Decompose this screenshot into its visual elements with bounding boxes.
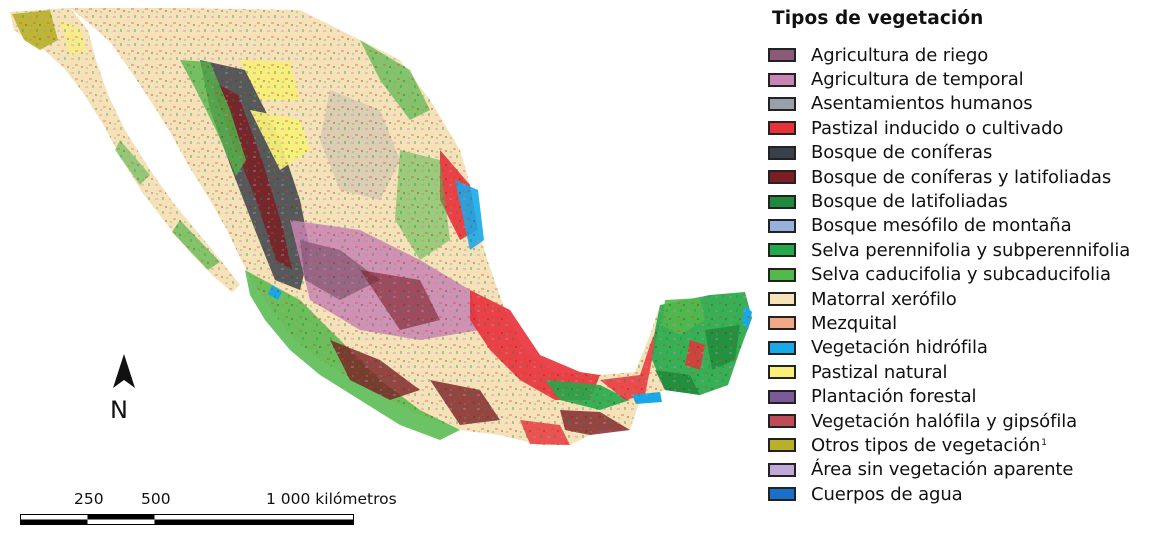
legend-swatch — [768, 414, 796, 429]
legend-label: Mezquital — [811, 312, 898, 334]
legend-label: Cuerpos de agua — [811, 483, 963, 505]
legend-label: Plantación forestal — [811, 386, 977, 408]
legend-item: Bosque de latifoliadas — [768, 189, 1158, 213]
legend-title: Tipos de vegetación — [772, 8, 984, 29]
legend-label: Selva caducifolia y subcaducifolia — [811, 264, 1111, 286]
legend-item: Asentamientos humanos — [768, 92, 1158, 116]
legend-label: Vegetación hidrófila — [811, 337, 988, 359]
legend-swatch — [768, 365, 796, 380]
legend-label: Matorral xerófilo — [811, 288, 957, 310]
legend-label: Bosque de coníferas y latifoliadas — [811, 166, 1112, 188]
legend-item: Bosque de coníferas — [768, 141, 1158, 165]
legend-item: Bosque de coníferas y latifoliadas — [768, 165, 1158, 189]
legend-swatch — [768, 48, 796, 63]
scale-tick-label: 1 000 kilómetros — [266, 490, 397, 508]
legend-swatch — [768, 218, 796, 233]
legend-label: Bosque de latifoliadas — [811, 191, 1008, 213]
legend-footnote-marker: 1 — [1041, 438, 1048, 449]
legend-item: Bosque mesófilo de montaña — [768, 214, 1158, 238]
legend-swatch — [768, 170, 796, 185]
legend-label: Pastizal inducido o cultivado — [811, 117, 1064, 139]
legend-swatch — [768, 96, 796, 111]
legend-item: Selva caducifolia y subcaducifolia — [768, 263, 1158, 287]
mexico-vegetation-map-graphic — [10, 8, 752, 445]
north-arrow-icon — [113, 354, 135, 388]
legend-label: Bosque mesófilo de montaña — [811, 215, 1072, 237]
legend-item: Área sin vegetación aparente — [768, 458, 1158, 482]
legend-swatch — [768, 487, 796, 502]
legend-item: Agricultura de riego — [768, 43, 1158, 67]
legend-label: Área sin vegetación aparente — [811, 459, 1074, 481]
legend-swatch — [768, 243, 796, 258]
legend-label: Otros tipos de vegetación — [811, 434, 1041, 456]
legend-item: Plantación forestal — [768, 384, 1158, 408]
scale-bar-graphic — [20, 514, 354, 525]
legend-swatch — [768, 340, 796, 355]
legend-swatch — [768, 389, 796, 404]
legend-item: Vegetación hidrófila — [768, 336, 1158, 360]
legend-item: Matorral xerófilo — [768, 287, 1158, 311]
legend-item: Vegetación halófila y gipsófila — [768, 409, 1158, 433]
legend-item: Pastizal inducido o cultivado — [768, 116, 1158, 140]
vegetation-map: N 250 500 1 000 kilómetros — [10, 8, 752, 525]
scale-tick-label: 500 — [141, 490, 171, 508]
legend-swatch — [768, 72, 796, 87]
north-arrow-label: N — [110, 396, 128, 424]
legend-swatch — [768, 292, 796, 307]
legend-label: Vegetación halófila y gipsófila — [811, 410, 1078, 432]
legend-swatch — [768, 267, 796, 282]
legend-label: Asentamientos humanos — [811, 93, 1033, 115]
legend-label: Agricultura de riego — [811, 44, 989, 66]
legend-swatch — [768, 121, 796, 136]
legend-item: Cuerpos de agua — [768, 482, 1158, 506]
legend-item: Pastizal natural — [768, 360, 1158, 384]
legend-label: Agricultura de temporal — [811, 69, 1024, 91]
legend-item: Selva perennifolia y subperennifolia — [768, 238, 1158, 262]
legend-swatch — [768, 316, 796, 331]
legend-swatch — [768, 145, 796, 160]
legend-label: Bosque de coníferas — [811, 142, 993, 164]
vegetation-legend: Tipos de vegetación Agricultura de riego… — [768, 8, 1158, 506]
scale-tick-label: 250 — [74, 490, 104, 508]
legend-swatch — [768, 438, 796, 453]
legend-item: Agricultura de temporal — [768, 67, 1158, 91]
legend-label: Pastizal natural — [811, 361, 948, 383]
legend-swatch — [768, 462, 796, 477]
legend-label: Selva perennifolia y subperennifolia — [811, 239, 1131, 261]
legend-swatch — [768, 194, 796, 209]
legend-item: Mezquital — [768, 311, 1158, 335]
